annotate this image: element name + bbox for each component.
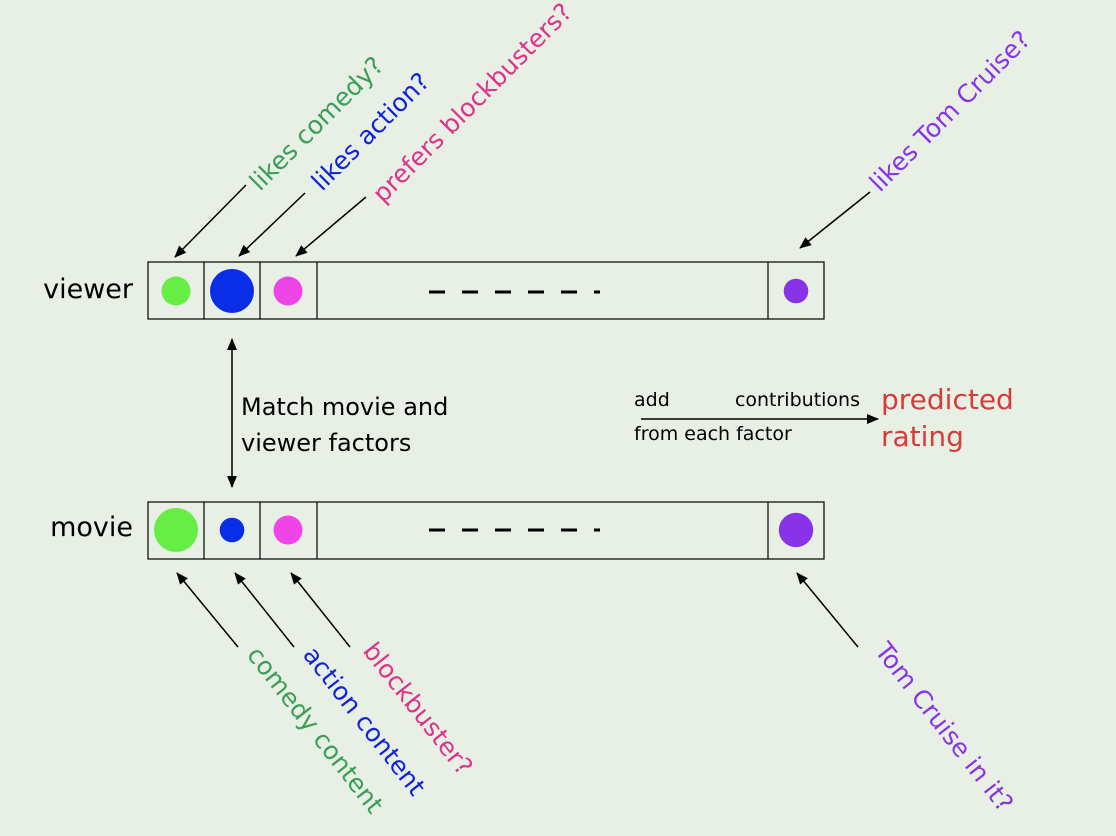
sum-label-line2: from each factor bbox=[634, 423, 792, 445]
sum-label-word2: contributions bbox=[735, 389, 860, 411]
movie-action-arrow bbox=[234, 572, 295, 648]
movie-tom-cruise-arrow bbox=[796, 572, 859, 648]
movie-action-factor bbox=[219, 517, 245, 543]
viewer-tom-cruise-factor bbox=[783, 278, 809, 304]
movie-blockbuster-factor bbox=[273, 515, 303, 545]
match-label-line1: Match movie and bbox=[241, 393, 448, 421]
viewer-action-arrow bbox=[238, 192, 306, 257]
viewer-row: viewer bbox=[43, 261, 825, 320]
movie-label: movie bbox=[50, 512, 133, 543]
viewer-tom-cruise-arrow bbox=[799, 191, 871, 249]
viewer-comedy-arrow bbox=[174, 184, 247, 258]
movie-annotation-tom-cruise: Tom Cruise in it? bbox=[869, 636, 1019, 817]
movie-comedy-arrow bbox=[176, 572, 239, 648]
movie-annotation-blockbuster: blockbuster? bbox=[357, 637, 478, 781]
movie-comedy-factor bbox=[154, 508, 198, 552]
match-label-line2: viewer factors bbox=[241, 429, 411, 457]
viewer-vector bbox=[147, 261, 825, 320]
viewer-blockbuster-arrow bbox=[295, 196, 367, 257]
viewer-annotation-tom-cruise: likes Tom Cruise? bbox=[864, 25, 1036, 197]
movie-vector bbox=[147, 501, 825, 560]
outcome-line1: predicted bbox=[881, 383, 1014, 416]
viewer-action-factor bbox=[210, 269, 254, 313]
movie-row: movie bbox=[50, 501, 825, 560]
outcome-line2: rating bbox=[881, 420, 964, 453]
viewer-label: viewer bbox=[43, 274, 134, 305]
movie-blockbuster-arrow bbox=[290, 572, 351, 648]
viewer-blockbuster-factor bbox=[273, 276, 303, 306]
sum-label-word1: add bbox=[634, 389, 670, 411]
movie-tom-cruise-factor bbox=[778, 512, 814, 548]
viewer-comedy-factor bbox=[161, 276, 191, 306]
